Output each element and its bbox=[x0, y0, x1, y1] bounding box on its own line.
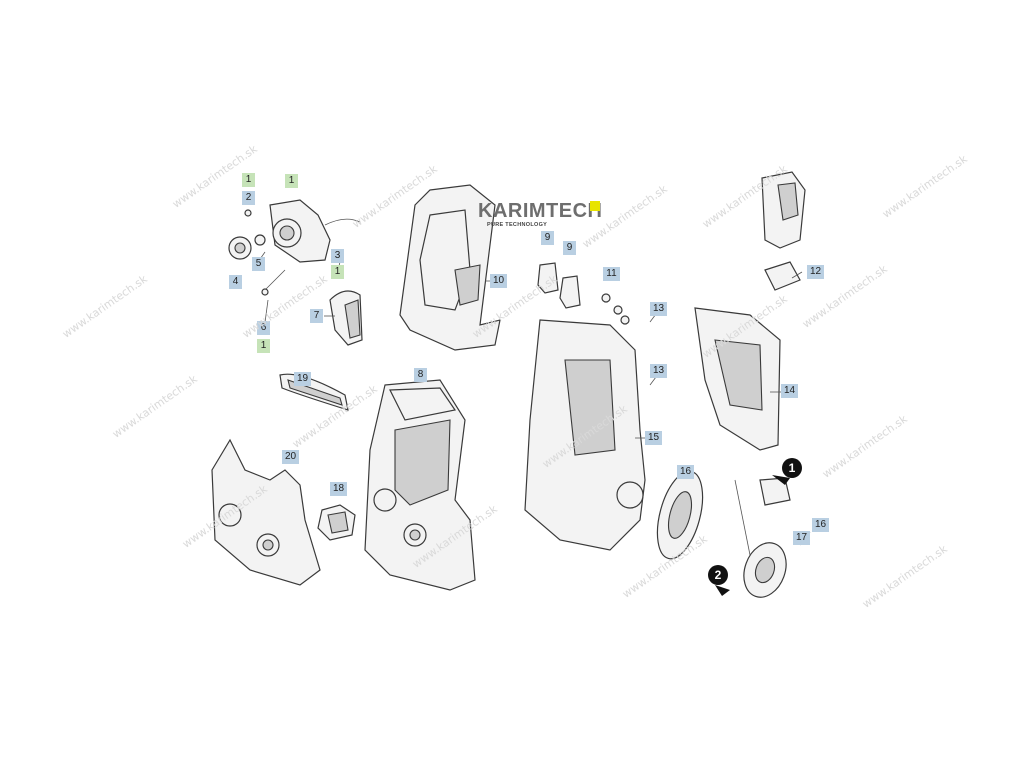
part-9-switches bbox=[537, 262, 581, 309]
label-part-4: 4 bbox=[229, 275, 242, 289]
part-20-front-panel bbox=[211, 438, 321, 586]
label-part-1: 1 bbox=[285, 174, 298, 188]
marker-2 bbox=[708, 565, 730, 596]
label-part-1: 1 bbox=[242, 173, 255, 187]
part-17-axle bbox=[743, 477, 791, 598]
marker-1-number: 1 bbox=[788, 461, 796, 475]
label-part-18: 18 bbox=[330, 482, 347, 496]
part-15-chassis bbox=[524, 319, 646, 551]
marker-2-number: 2 bbox=[714, 568, 722, 582]
label-part-6: 6 bbox=[257, 321, 270, 335]
part-16-wheel bbox=[656, 470, 704, 560]
label-part-1: 1 bbox=[331, 265, 344, 279]
brand-logo-accent bbox=[590, 201, 600, 211]
part-14-rear-cover bbox=[694, 307, 781, 451]
label-part-5: 5 bbox=[252, 257, 265, 271]
label-part-17: 17 bbox=[793, 531, 810, 545]
part-11-screws bbox=[601, 293, 630, 325]
label-part-9: 9 bbox=[563, 241, 576, 255]
label-part-1: 1 bbox=[257, 339, 270, 353]
marker-1 bbox=[772, 458, 802, 485]
label-part-16: 16 bbox=[812, 518, 829, 532]
part-fitting-assembly bbox=[228, 199, 361, 296]
part-8-main-housing bbox=[364, 379, 476, 591]
label-part-19: 19 bbox=[294, 372, 311, 386]
label-part-10: 10 bbox=[490, 274, 507, 288]
part-19-emblem bbox=[279, 373, 349, 411]
label-part-12: 12 bbox=[807, 265, 824, 279]
label-part-20: 20 bbox=[282, 450, 299, 464]
part-12-bottle bbox=[761, 171, 806, 291]
brand-logo-tagline: PURE TECHNOLOGY bbox=[487, 222, 548, 228]
label-part-13: 13 bbox=[650, 302, 667, 316]
part-7-cover bbox=[329, 290, 363, 346]
part-18-knob bbox=[317, 504, 356, 541]
label-part-16: 16 bbox=[677, 465, 694, 479]
label-part-8: 8 bbox=[414, 368, 427, 382]
label-part-15: 15 bbox=[645, 431, 662, 445]
label-part-7: 7 bbox=[310, 309, 323, 323]
label-part-13: 13 bbox=[650, 364, 667, 378]
brand-logo-name: KARIMTECH bbox=[478, 200, 603, 222]
label-part-11: 11 bbox=[603, 267, 620, 281]
label-part-14: 14 bbox=[781, 384, 798, 398]
label-part-2: 2 bbox=[242, 191, 255, 205]
label-part-3: 3 bbox=[331, 249, 344, 263]
brand-logo: KARIMTECH PURE TECHNOLOGY bbox=[478, 201, 603, 228]
part-10-handle bbox=[399, 184, 501, 351]
label-part-9: 9 bbox=[541, 231, 554, 245]
